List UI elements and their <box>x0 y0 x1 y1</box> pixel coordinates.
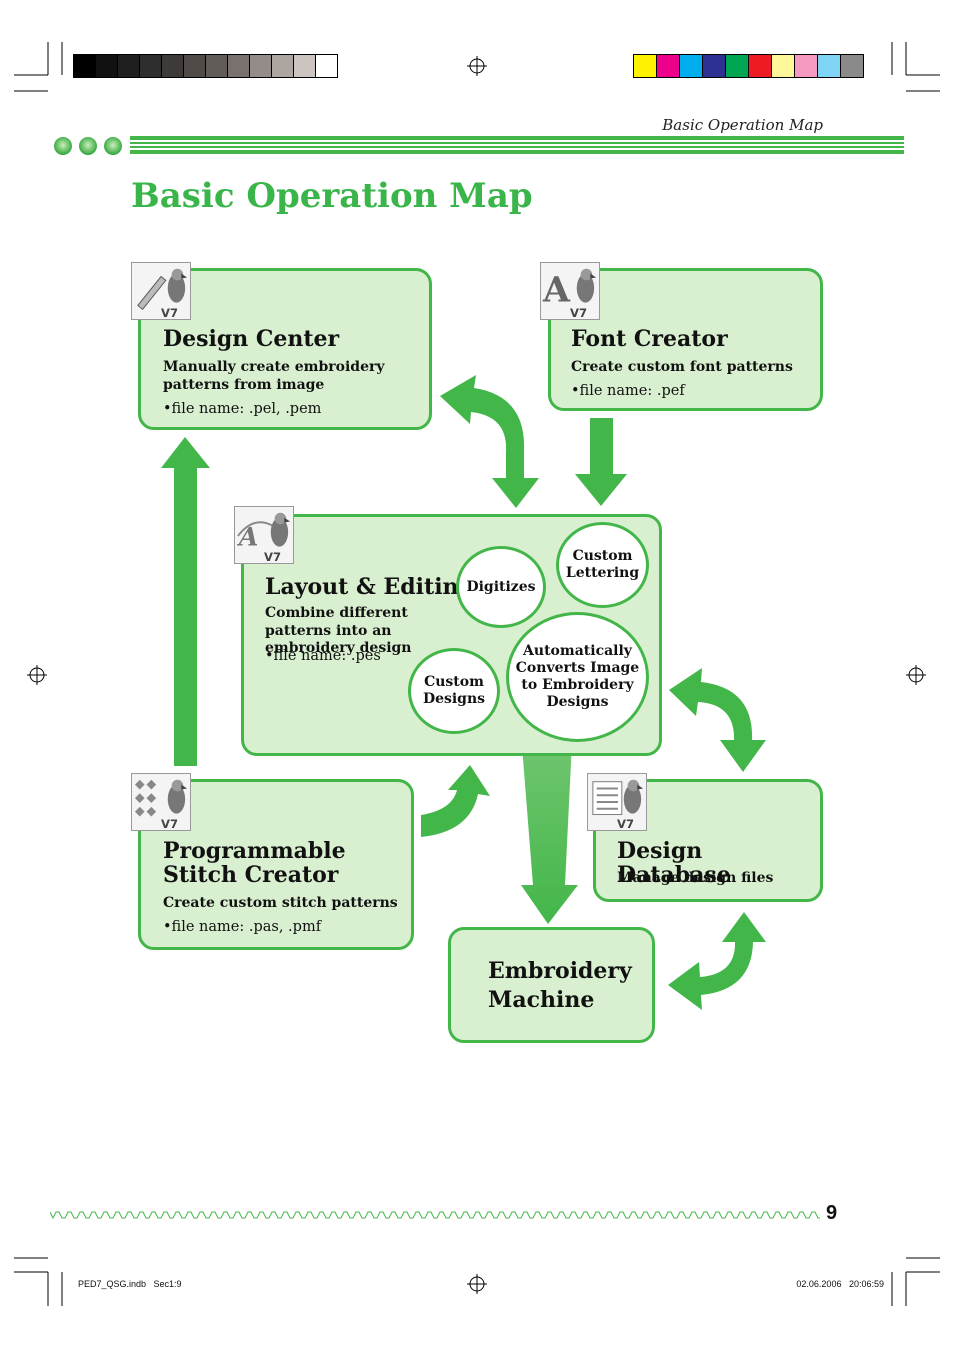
slug-right: 02.06.2006 20:06:59 <box>796 1279 884 1289</box>
letter-a-parrot-icon: A V7 <box>540 262 600 320</box>
svg-text:V7: V7 <box>161 306 178 319</box>
digitizes-label: Digitizes <box>466 578 536 595</box>
arrow-font-to-layout <box>575 418 627 506</box>
swatch <box>249 55 271 77</box>
stitch-creator-title-line1: Programmable <box>163 838 346 864</box>
swatch <box>74 55 95 77</box>
layout-editing-title: Layout & Editing <box>265 574 474 600</box>
swatch <box>748 55 771 77</box>
design-database-desc: Manage design files <box>617 870 774 886</box>
swatch <box>794 55 817 77</box>
swatch <box>840 55 863 77</box>
gray-swatch-bar <box>73 54 338 78</box>
arrow-design-center-layout <box>440 375 539 508</box>
auto-convert-line2: Converts Image <box>515 660 640 677</box>
header-rule <box>54 136 904 155</box>
swatch <box>656 55 679 77</box>
svg-text:V7: V7 <box>570 306 587 319</box>
database-parrot-icon: V7 <box>587 773 647 831</box>
custom-lettering-line2: Lettering <box>565 565 640 581</box>
swatch <box>161 55 183 77</box>
swatch <box>117 55 139 77</box>
font-creator-title: Font Creator <box>571 326 728 352</box>
footer-rule <box>50 1211 820 1220</box>
arrow-database-machine <box>668 912 766 1010</box>
swatch <box>139 55 161 77</box>
embroidery-machine-title-line2: Machine <box>488 987 595 1013</box>
custom-designs-line2: Designs <box>422 691 486 707</box>
svg-text:V7: V7 <box>617 817 634 830</box>
swatch <box>205 55 227 77</box>
embroidery-machine-box[interactable]: Embroidery Machine <box>448 927 655 1043</box>
svg-text:V7: V7 <box>264 550 281 563</box>
swatch <box>95 55 117 77</box>
auto-convert-line4: Designs <box>546 693 609 710</box>
color-swatch-bar <box>633 54 864 78</box>
swatch <box>315 55 337 77</box>
swatch <box>679 55 702 77</box>
font-creator-desc: Create custom font patterns <box>571 359 793 375</box>
svg-text:V7: V7 <box>161 817 178 830</box>
custom-lettering-line1: Custom <box>572 548 633 565</box>
swatch <box>271 55 293 77</box>
swatch <box>293 55 315 77</box>
arrow-layout-database <box>669 668 766 772</box>
pen-parrot-icon: V7 <box>131 262 191 320</box>
embroidery-machine-title-line1: Embroidery <box>488 958 632 984</box>
design-center-desc: Manually create embroidery patterns from… <box>163 359 385 393</box>
page-number: 9 <box>826 1202 838 1224</box>
stitch-creator-file: •file name: .pas, .pmf <box>163 919 322 935</box>
digitizes-bubble: Digitizes <box>456 546 546 628</box>
swatch <box>634 55 656 77</box>
stitch-creator-desc: Create custom stitch patterns <box>163 895 398 911</box>
custom-designs-line1: Custom <box>424 674 484 691</box>
svg-text:A: A <box>237 522 258 552</box>
svg-text:A: A <box>542 270 571 311</box>
auto-convert-bubble: Automatically Converts Image to Embroide… <box>506 612 649 742</box>
auto-convert-line3: to Embroidery <box>521 677 634 693</box>
design-center-file: •file name: .pel, .pem <box>163 401 322 417</box>
swatch <box>725 55 748 77</box>
swatch <box>771 55 794 77</box>
running-header: Basic Operation Map <box>662 116 823 134</box>
swatch <box>702 55 725 77</box>
auto-convert-line1: Automatically <box>523 643 632 660</box>
slug-left: PED7_QSG.indb Sec1:9 <box>78 1279 182 1289</box>
swatch <box>817 55 840 77</box>
arrow-stitch-to-layout <box>421 765 490 837</box>
design-center-title: Design Center <box>163 326 340 352</box>
page-title: Basic Operation Map <box>131 176 533 216</box>
font-creator-file: •file name: .pef <box>571 383 685 399</box>
layout-parrot-icon: A V7 <box>234 506 294 564</box>
stitch-grid-parrot-icon: V7 <box>131 773 191 831</box>
layout-editing-file: •file name: .pes <box>265 648 381 664</box>
layout-editing-desc: Combine different patterns into an embro… <box>265 605 412 656</box>
swatch <box>183 55 205 77</box>
arrow-stitch-to-design-center <box>161 437 210 766</box>
stitch-creator-title-line2: Stitch Creator <box>163 862 339 888</box>
design-database-title: Design Database <box>617 838 731 889</box>
swatch <box>227 55 249 77</box>
